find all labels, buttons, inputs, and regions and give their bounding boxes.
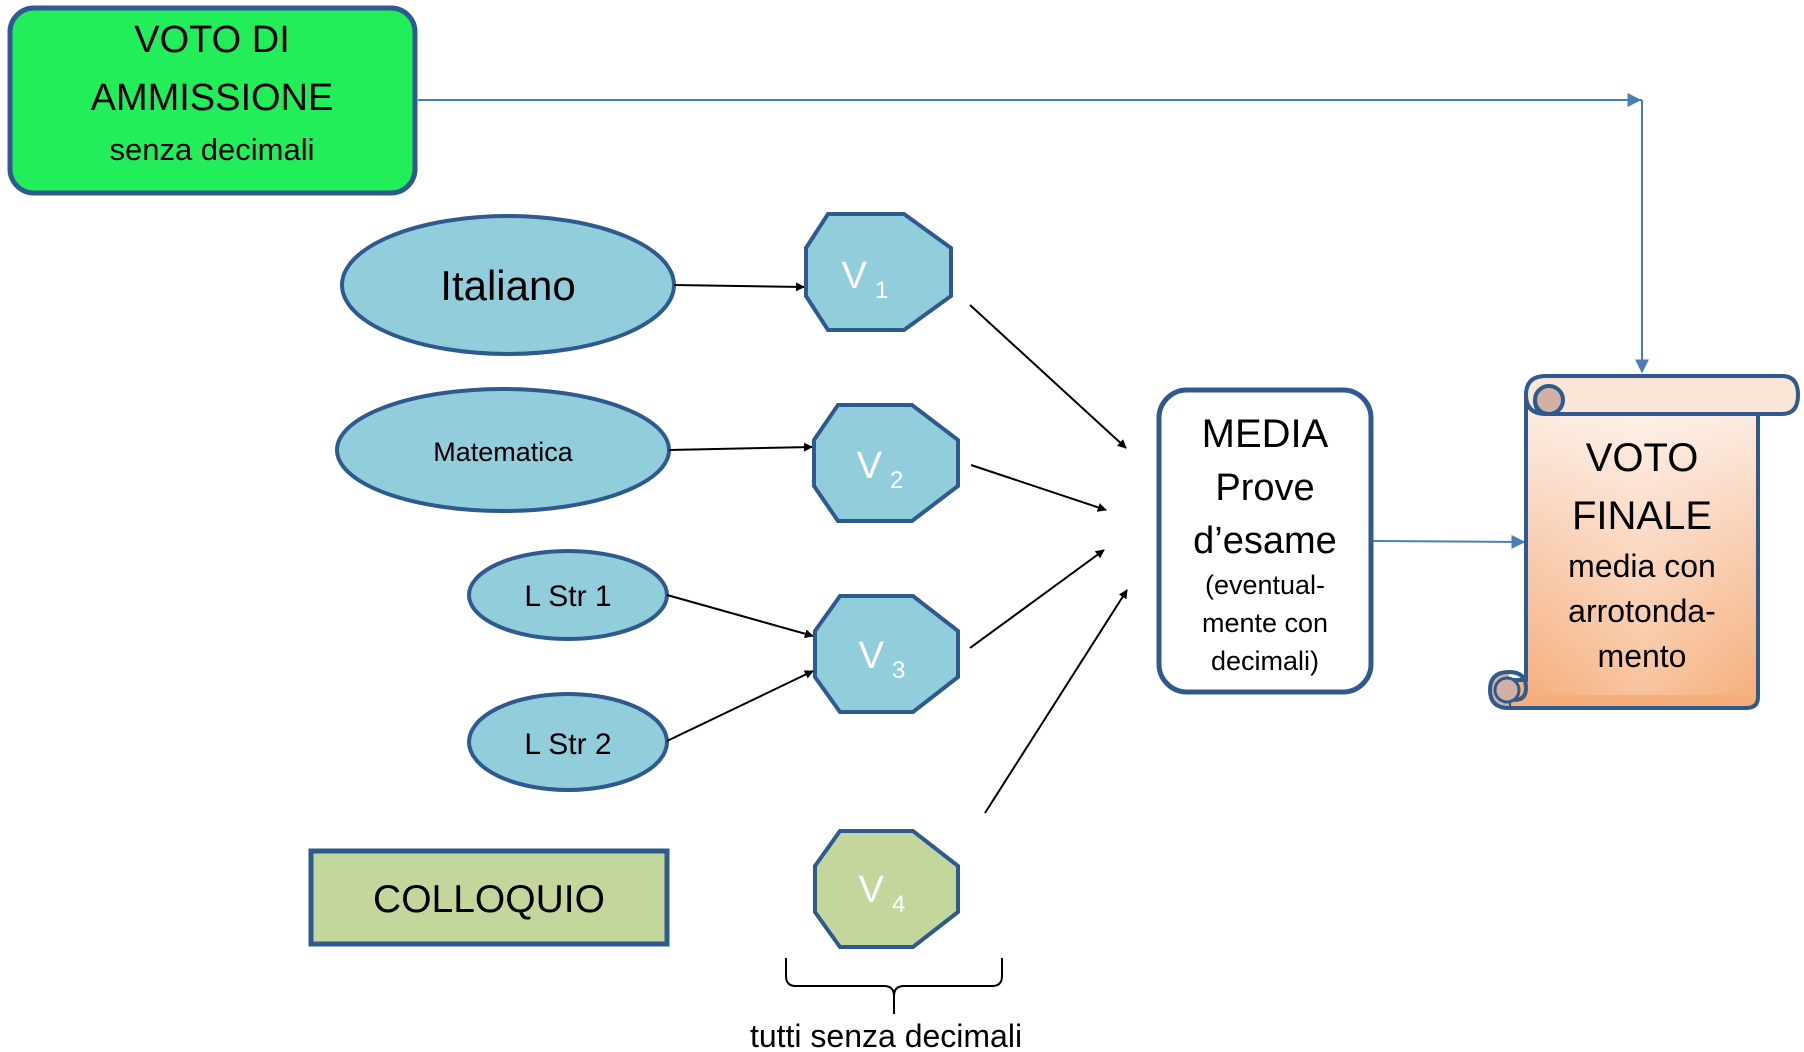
subject-lstr1-label: L Str 1	[524, 580, 611, 613]
arrow-v2-media	[970, 464, 1107, 512]
final-grade-scroll: VOTO FINALE media con arrotonda- mento	[1487, 374, 1801, 710]
arrow-v1-media	[969, 304, 1127, 449]
arrow-matematica-v2	[668, 442, 813, 452]
arrow-v3-media	[969, 549, 1105, 649]
subject-arrows	[666, 282, 814, 742]
subject-matematica-label: Matematica	[433, 437, 574, 467]
admission-box: VOTO DI AMMISSIONE senza decimali	[7, 5, 418, 196]
subject-lstr1: L Str 1	[467, 549, 669, 641]
subject-lstr2: L Str 2	[467, 692, 669, 792]
media-line1: MEDIA	[1202, 412, 1329, 456]
media-line4: (eventual-	[1205, 570, 1325, 600]
media-line6: decimali)	[1211, 646, 1319, 676]
subject-italiano-label: Italiano	[440, 262, 575, 309]
final-line5: mento	[1598, 638, 1687, 674]
subject-matematica: Matematica	[335, 387, 671, 513]
media-line2: Prove	[1215, 467, 1314, 509]
admission-line3: senza decimali	[109, 132, 314, 167]
votes-brace	[785, 958, 1003, 1014]
media-line3: d’esame	[1193, 520, 1337, 562]
admission-to-final-connector	[418, 93, 1649, 374]
vote-arrows	[969, 304, 1128, 814]
admission-line1: VOTO DI	[134, 19, 290, 61]
final-line4: arrotonda-	[1568, 593, 1716, 629]
arrow-italiano-v1	[673, 282, 805, 292]
media-to-final-connector	[1372, 534, 1526, 549]
final-line2: FINALE	[1572, 494, 1712, 538]
arrow-lstr2-v3	[666, 670, 814, 742]
final-line3: media con	[1568, 548, 1716, 584]
subject-colloquio-label: COLLOQUIO	[373, 878, 605, 921]
arrow-v4-media	[984, 589, 1128, 814]
final-line1: VOTO	[1586, 436, 1699, 480]
media-line5: mente con	[1202, 608, 1328, 638]
admission-line2: AMMISSIONE	[91, 77, 334, 119]
brace-caption: tutti senza decimali	[750, 1018, 1022, 1052]
subject-italiano: Italiano	[340, 214, 676, 356]
subject-lstr2-label: L Str 2	[524, 728, 611, 761]
arrow-lstr1-v3	[666, 594, 814, 639]
media-box: MEDIA Prove d’esame (eventual- mente con…	[1156, 387, 1374, 695]
subject-colloquio: COLLOQUIO	[308, 848, 670, 947]
